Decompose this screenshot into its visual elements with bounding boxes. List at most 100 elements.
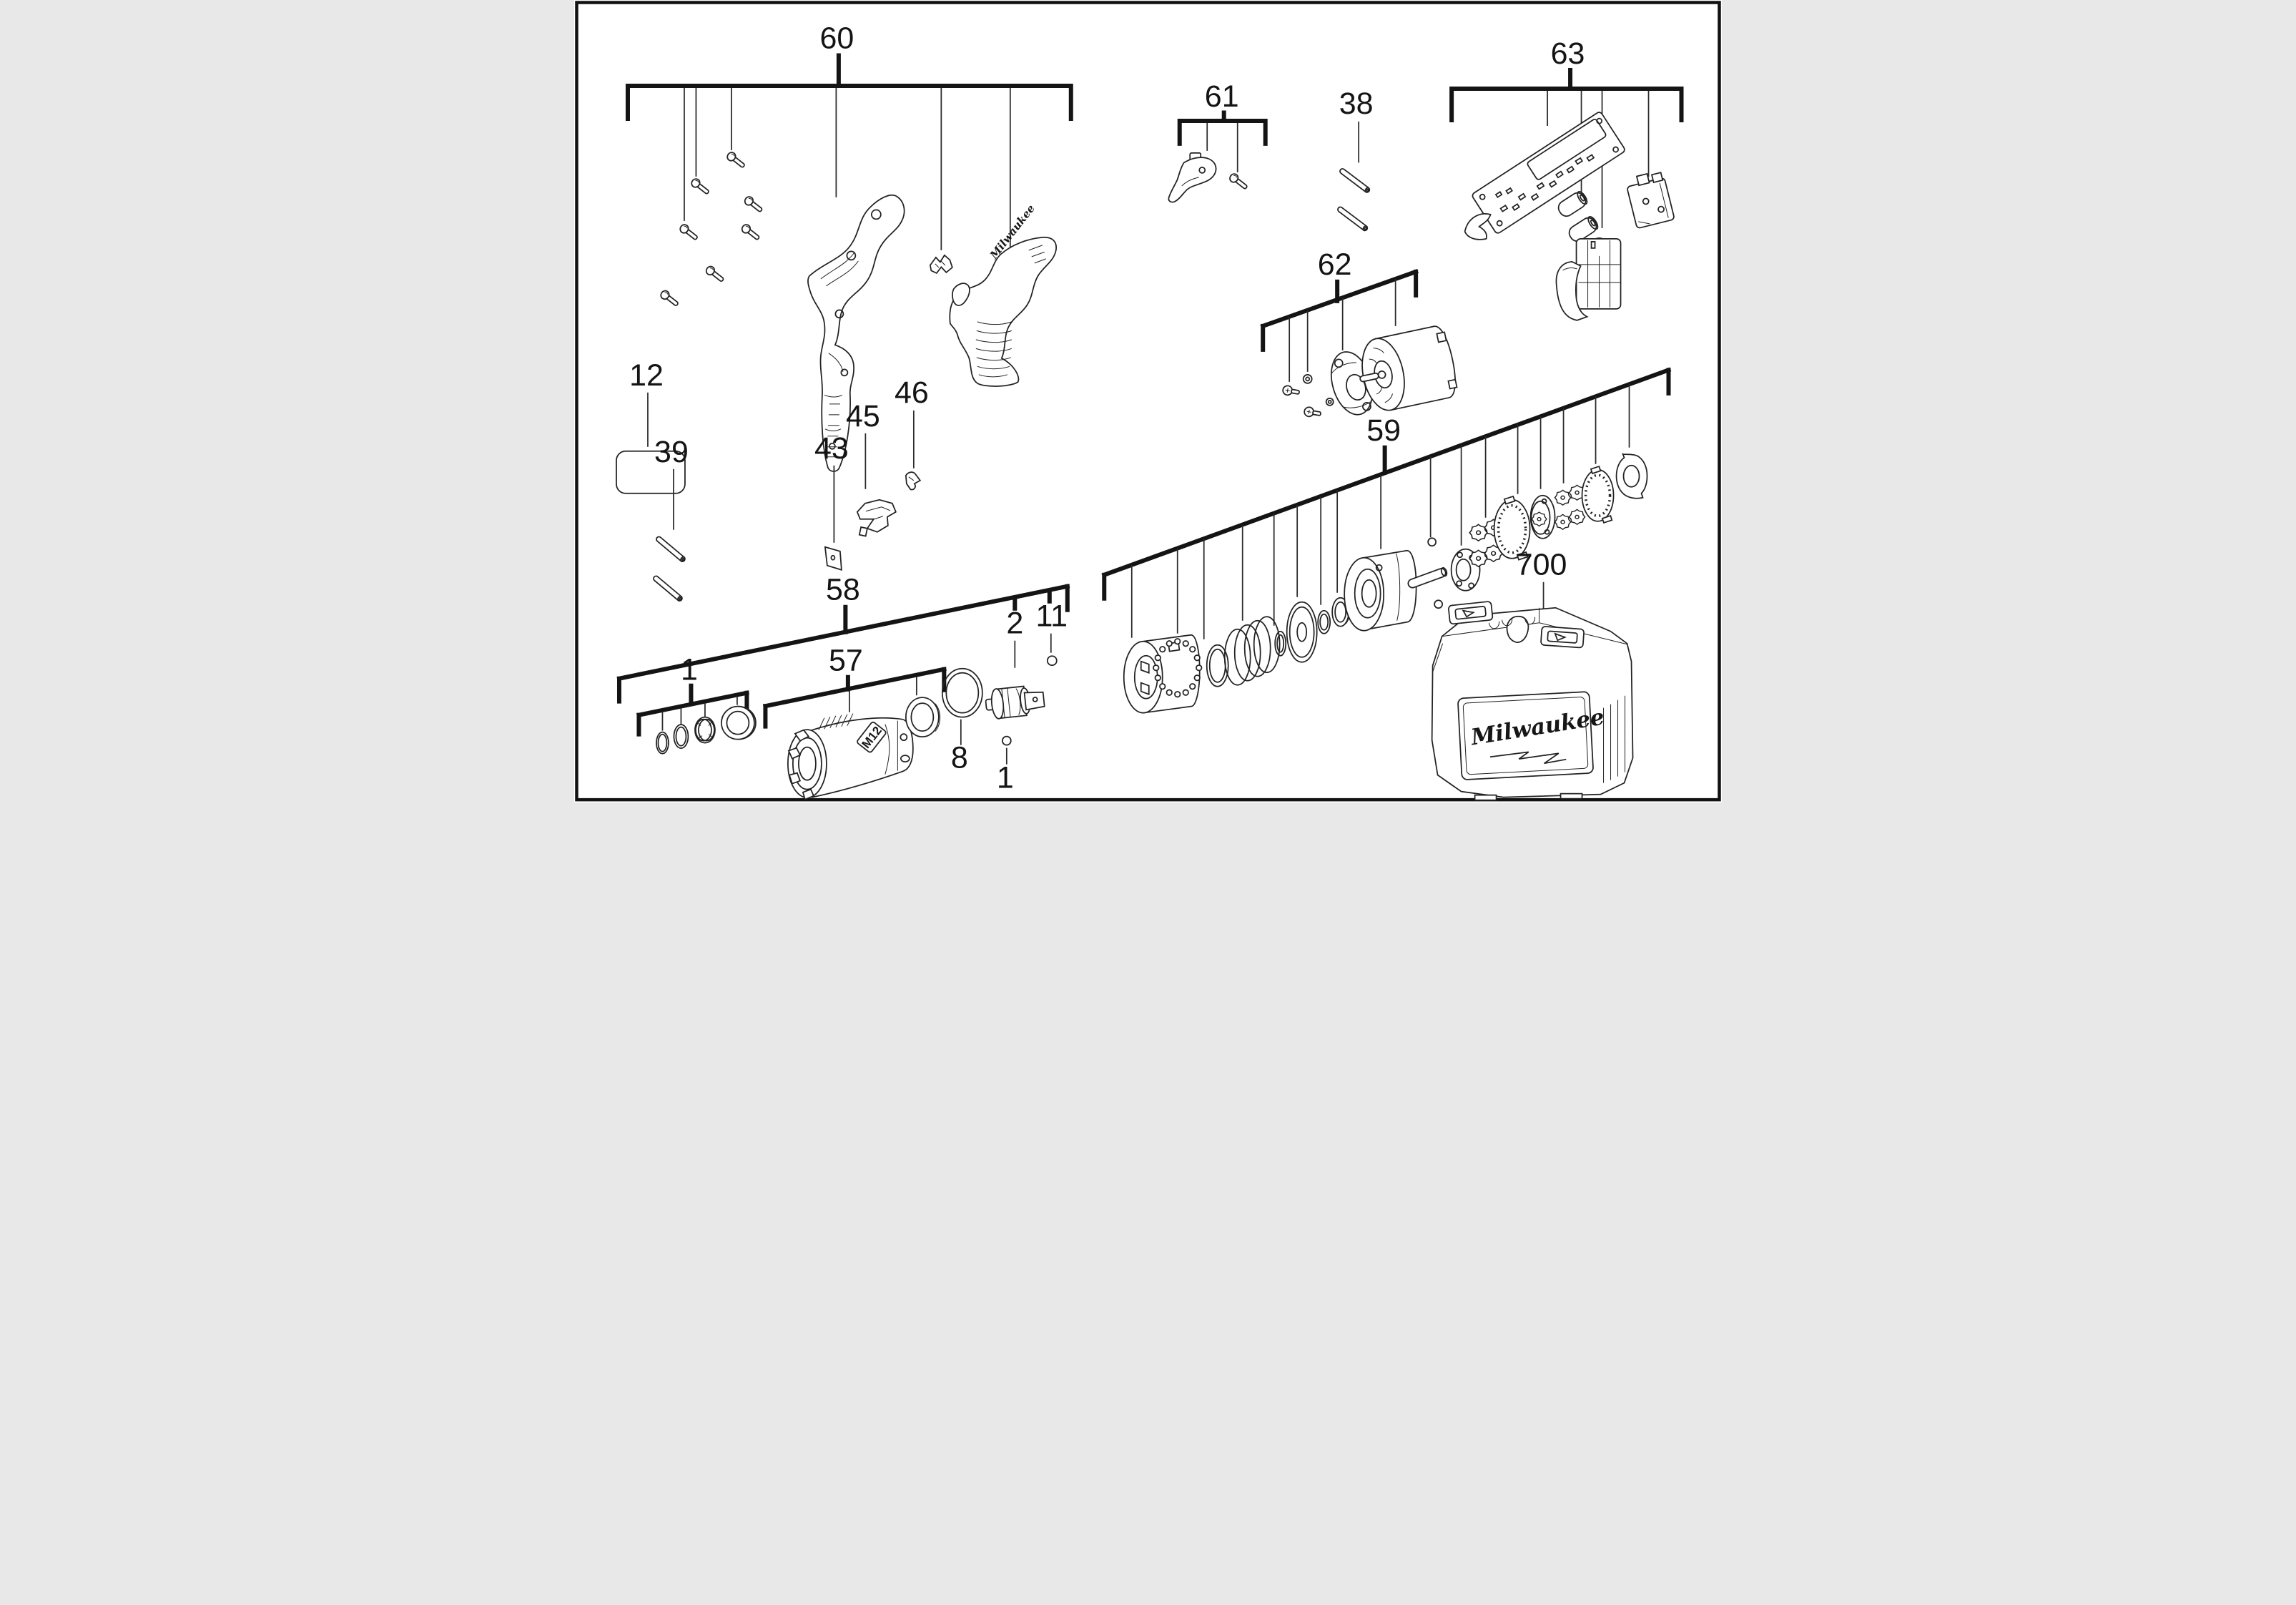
group-57-label: 57 [829,644,863,678]
anvil-assembly [985,685,1045,720]
ball-ring [1153,638,1203,698]
light-pipe [1464,213,1492,240]
molded-trigger-detail [952,283,970,306]
group-57-gearcase: 57 M12 [762,644,947,800]
spring-clip [905,471,922,491]
o-ring-small [673,724,689,750]
contact-clip [929,254,953,274]
steel-ball [1427,537,1437,547]
group-61-bracket [1177,110,1268,146]
group-60-leaders [684,87,1011,263]
group-62-leaders [1289,278,1396,382]
hammer [1344,549,1417,632]
group-62-bracket [1260,269,1419,352]
group-8-label: 8 [951,741,968,775]
group-38-pins: 38 [1336,87,1374,232]
group-61-trigger: 61 [1168,79,1268,203]
group-43-wedge: 43 [814,431,849,571]
group-60-bracket [625,53,1073,121]
bushing-cap [721,705,757,740]
ring-gear-front [1493,495,1531,561]
group-58-label: 58 [826,573,860,607]
group-58-front-assembly: 58 [616,573,1070,704]
group-61-label: 61 [1205,79,1239,114]
group-63-bracket [1449,67,1684,122]
thrust-disc [1286,601,1318,663]
small-ring [1317,609,1331,634]
group-2-anvil: 2 [985,607,1045,720]
group-1-left-ring-set: 1 [636,653,757,755]
group-60-label: 60 [819,21,854,55]
carrying-case: Milwaukee [1431,601,1634,801]
group-11-ball: 11 [1035,599,1068,667]
group-61-leaders [1206,122,1238,172]
notched-end-plate [1615,453,1648,499]
washer-ring [1206,644,1229,687]
group-45-label: 45 [846,399,880,433]
retaining-ring [1274,630,1287,657]
steel-ball-small [1001,735,1012,746]
wedge-plate [824,546,842,571]
group-59-leaders [1130,383,1630,639]
group-62-motor: 62 [1260,247,1458,419]
lightning-bolt [1489,751,1567,765]
group-39-pins: 39 [651,435,689,603]
group-63-label: 63 [1551,36,1585,71]
capacitors [1557,191,1599,242]
coil-spring [1223,616,1281,686]
group-1-right-label: 1 [997,761,1014,795]
group-38-label: 38 [1339,87,1374,121]
wave-spring-stack [694,716,716,744]
exploded-parts-diagram: 60 Milwaukee [574,0,1722,802]
case-latch [1540,626,1585,649]
steel-ball [1434,599,1443,609]
group-1-left-bracket [636,683,749,737]
group-59-impact-gear-train: 59 [1101,367,1672,639]
case-handle [1506,615,1529,643]
retaining-ring-small [656,731,669,755]
gear-carrier [1529,494,1556,539]
group-58-bracket [616,584,1070,704]
spindle [1407,548,1481,592]
group-46-label: 46 [895,376,929,410]
group-1-left-label: 1 [681,653,698,687]
gearcase-housing: M12 [787,713,914,800]
group-45-bit-holder: 45 [846,399,897,537]
terminal-block [1627,172,1675,229]
group-57-leaders [849,677,917,712]
circuit-board-assembly [1472,112,1625,234]
group-43-label: 43 [814,431,849,466]
group-59-bracket [1101,367,1672,601]
group-58-item-stubs [1012,588,1052,611]
group-46-spring-clip: 46 [895,376,929,491]
exploded-parts-diagram-page: 60 Milwaukee [574,0,1722,802]
group-700-case: 700 Milwaukee [1431,548,1634,801]
detent-ball [1046,655,1058,667]
group-2-label: 2 [1006,607,1023,641]
group-8-oring: 8 [941,667,983,775]
group-57-bracket [762,667,947,729]
case-logo-panel: Milwaukee [1457,691,1606,780]
group-12-label: 12 [629,358,664,393]
group-1-left-leaders [661,696,738,731]
bit-holder-clip [856,499,897,537]
bushing-ring-57 [905,697,941,738]
switch-assembly [1555,237,1622,321]
left-housing-half [807,194,905,472]
group-700-label: 700 [1516,548,1567,582]
trigger-lever [1168,152,1217,203]
nameplate-label [616,450,686,494]
group-11-label: 11 [1035,599,1068,634]
group-62-label: 62 [1318,247,1352,282]
ring-gear-rear [1581,465,1615,524]
group-63-electronics: 63 [1449,36,1684,321]
group-1-right-ball: 1 [997,735,1014,795]
case-latch [1448,601,1494,625]
group-39-label: 39 [654,435,689,469]
group-60-housing: 60 Milwaukee [625,21,1073,472]
group-12-nameplate: 12 [616,358,686,494]
contact-clip-detail [935,260,946,268]
dc-motor [1359,325,1458,411]
group-59-label: 59 [1366,413,1401,448]
motor-washers [1302,373,1334,406]
